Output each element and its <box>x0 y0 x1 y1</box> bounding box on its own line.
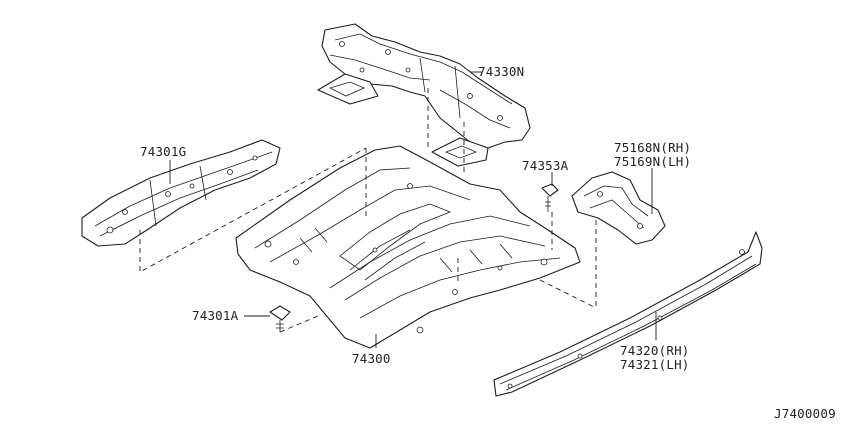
front-floor-panel-part <box>235 145 581 349</box>
callout-74301g: 74301G <box>140 144 186 159</box>
side-sill-inner-part <box>493 231 763 397</box>
diagram-reference-code: J7400009 <box>774 406 836 421</box>
callout-75168n-rh: 75168N(RH) <box>614 140 691 155</box>
callout-74320-rh: 74320(RH) <box>620 343 690 358</box>
callout-74353a: 74353A <box>522 158 569 173</box>
leader-lines <box>169 71 657 348</box>
callout-75169n-lh: 75169N(LH) <box>614 154 691 169</box>
clip-74301a-part <box>269 305 291 332</box>
callout-74330n: 74330N <box>478 64 524 79</box>
callout-74300: 74300 <box>352 351 391 366</box>
outrigger-bracket-part <box>571 171 666 245</box>
callout-74301a: 74301A <box>192 308 239 323</box>
alignment-lines <box>139 88 597 333</box>
rear-cross-member-part <box>317 23 531 167</box>
clip-74353a-part <box>541 183 559 212</box>
callout-74321-lh: 74321(LH) <box>620 357 690 372</box>
